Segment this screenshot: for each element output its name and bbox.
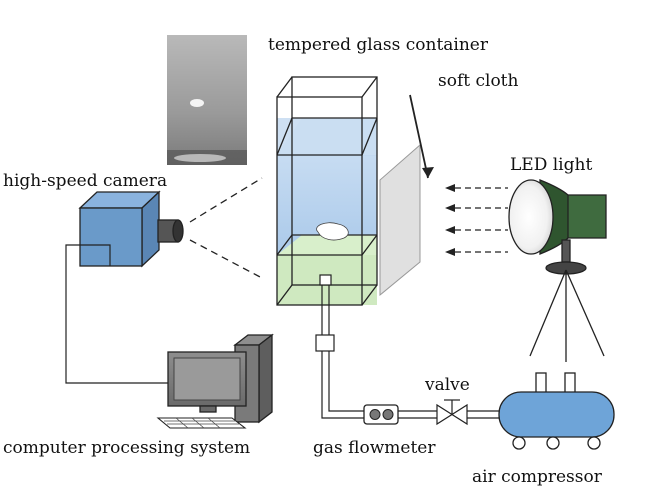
label-soft-cloth: soft cloth: [438, 71, 519, 91]
gas-flowmeter: [363, 404, 399, 425]
bubble-in-photo: [190, 99, 204, 107]
label-air-compressor: air compressor: [472, 467, 602, 487]
label-tempered-glass-container: tempered glass container: [268, 35, 488, 55]
label-high-speed-camera: high-speed camera: [3, 171, 168, 191]
light-rays: [445, 184, 508, 256]
camera-view-lines: [189, 177, 263, 279]
cloth-pointer-arrow: [409, 94, 429, 179]
label-computer-processing-system: computer processing system: [3, 438, 251, 458]
computer: [156, 333, 274, 429]
valve: [436, 399, 468, 426]
gas-pipe: [315, 274, 499, 419]
high-speed-camera: [78, 190, 184, 268]
soft-cloth: [379, 94, 434, 297]
high-speed-image-inset: [167, 35, 247, 165]
led-light: [508, 179, 607, 362]
bubble: [316, 222, 349, 241]
label-valve: valve: [425, 375, 470, 395]
glass-container: [276, 76, 378, 306]
air-compressor: [498, 372, 615, 450]
label-gas-flowmeter: gas flowmeter: [313, 438, 436, 458]
label-led-light: LED light: [510, 155, 593, 175]
pipe-joint-box: [315, 334, 335, 352]
camera-cable: [65, 244, 168, 384]
